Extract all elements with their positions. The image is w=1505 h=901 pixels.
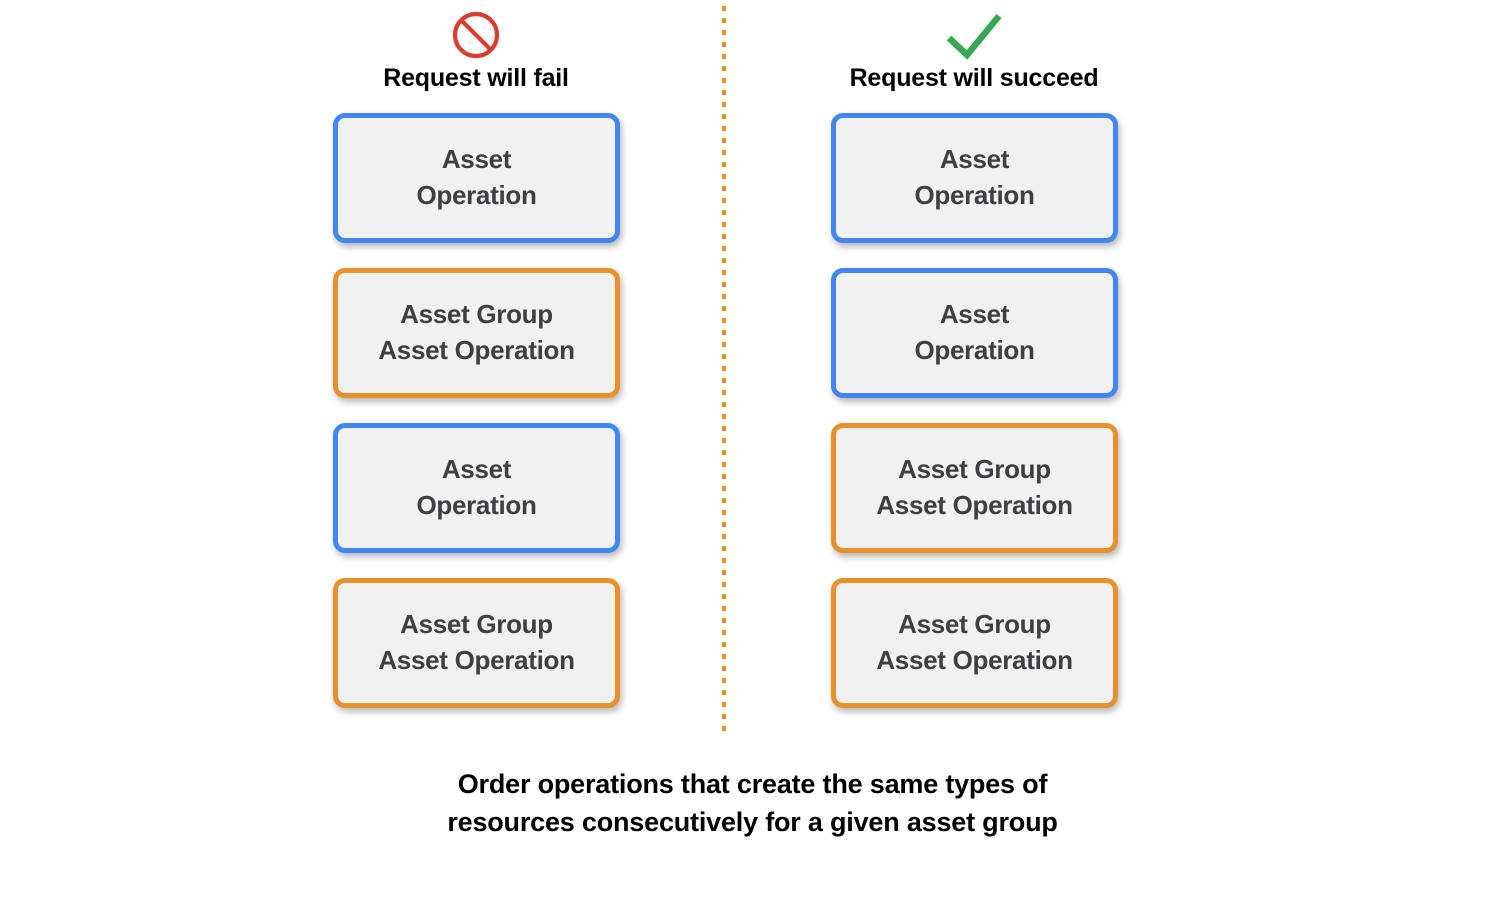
operation-list-succeed: Asset Operation Asset Operation Asset Gr… (831, 113, 1118, 708)
operation-box-label: Asset Group Asset Operation (876, 609, 1073, 675)
operation-box-label: Asset Operation (914, 144, 1035, 210)
operation-box[interactable]: Asset Operation (333, 113, 620, 243)
column-header-fail: Request will fail (306, 0, 646, 100)
no-entry-icon (451, 6, 501, 64)
operation-box-label: Asset Operation (416, 454, 537, 520)
column-request-will-fail: Request will fail Asset Operation Asset … (306, 0, 646, 708)
operation-box[interactable]: Asset Group Asset Operation (333, 268, 620, 398)
operation-box[interactable]: Asset Operation (831, 113, 1118, 243)
column-title-fail: Request will fail (383, 64, 569, 92)
operation-box-label: Asset Operation (416, 144, 537, 210)
operation-box-label: Asset Group Asset Operation (378, 609, 575, 675)
column-header-succeed: Request will succeed (804, 0, 1144, 100)
operation-box-label: Asset Operation (914, 299, 1035, 365)
operation-box[interactable]: Asset Operation (831, 268, 1118, 398)
check-mark-icon (943, 6, 1005, 64)
diagram-caption: Order operations that create the same ty… (447, 769, 1058, 838)
operation-box-label: Asset Group Asset Operation (378, 299, 575, 365)
column-divider (722, 6, 726, 737)
operation-box[interactable]: Asset Group Asset Operation (831, 578, 1118, 708)
operation-box[interactable]: Asset Operation (333, 423, 620, 553)
operation-list-fail: Asset Operation Asset Group Asset Operat… (333, 113, 620, 708)
operation-box-label: Asset Group Asset Operation (876, 454, 1073, 520)
operation-box[interactable]: Asset Group Asset Operation (333, 578, 620, 708)
operation-box[interactable]: Asset Group Asset Operation (831, 423, 1118, 553)
column-title-succeed: Request will succeed (849, 64, 1099, 92)
column-request-will-succeed: Request will succeed Asset Operation Ass… (804, 0, 1144, 708)
